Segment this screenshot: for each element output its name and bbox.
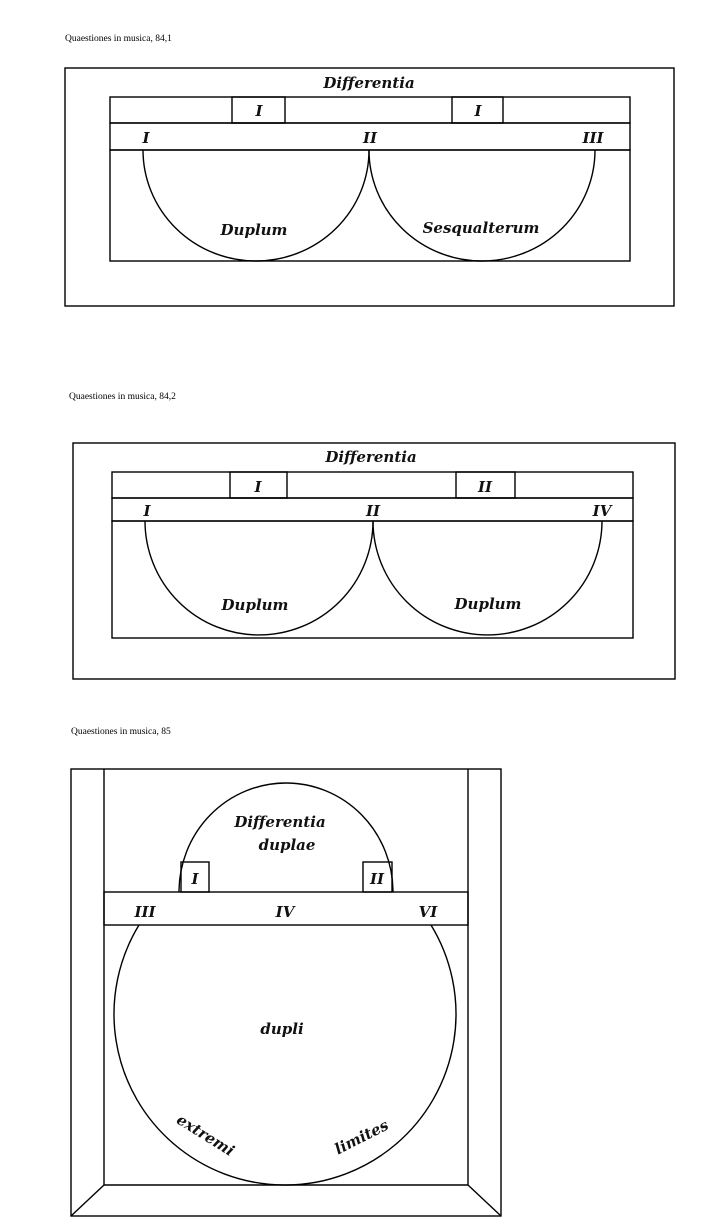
outer-frame <box>64 67 675 307</box>
strip-label: III <box>581 129 604 147</box>
center-label: dupli <box>260 1020 304 1038</box>
strip-label: II <box>365 502 381 520</box>
title-line-2: duplae <box>259 836 316 854</box>
strip-label: IV <box>275 903 296 921</box>
caption: Quaestiones in musica, 84,2 <box>69 392 176 402</box>
bevel-left <box>70 1184 105 1217</box>
bevel-right <box>467 1184 502 1217</box>
label-strip <box>103 891 469 926</box>
box-label: I <box>190 870 199 888</box>
arc-label: Sesqualterum <box>423 219 540 237</box>
title-line-1: Differentia <box>233 813 325 831</box>
strip-label: III <box>133 903 156 921</box>
curved-label-limites: limites <box>332 1116 392 1159</box>
strip-label: I <box>141 129 150 147</box>
upper-semicircle <box>178 782 394 893</box>
figure-84-1: Quaestiones in musica, 84,1 Differentia … <box>64 34 675 307</box>
semicircle-duplum-right <box>372 520 603 636</box>
semicircle-duplum <box>142 149 370 262</box>
semicircle-duplum-left <box>144 520 374 636</box>
outer-frame <box>72 442 676 680</box>
inner-frame <box>109 149 631 262</box>
title-label: Differentia <box>322 74 414 92</box>
strip-label: IV <box>592 502 613 520</box>
box-label: II <box>477 478 493 496</box>
inner-frame <box>111 520 634 639</box>
outer-frame <box>70 768 502 1217</box>
caption: Quaestiones in musica, 84,1 <box>65 34 172 44</box>
box-label: II <box>369 870 385 888</box>
strip-label: II <box>362 129 378 147</box>
figure-85: Quaestiones in musica, 85 I II Different… <box>70 727 502 1217</box>
caption: Quaestiones in musica, 85 <box>71 727 171 737</box>
arc-label: Duplum <box>220 221 288 239</box>
top-strip <box>109 96 631 124</box>
strip-label: I <box>142 502 151 520</box>
large-circle <box>113 924 457 1186</box>
strip-label: VI <box>419 903 439 921</box>
figure-84-2: Quaestiones in musica, 84,2 Differentia … <box>69 392 676 680</box>
title-label: Differentia <box>324 448 416 466</box>
top-strip <box>111 471 634 499</box>
semicircle-sesqualterum <box>368 149 596 262</box>
box-label: I <box>473 102 482 120</box>
arc-label: Duplum <box>454 595 522 613</box>
box-label: I <box>253 478 262 496</box>
box-label: I <box>254 102 263 120</box>
curved-label-extremi: extremi <box>173 1110 237 1160</box>
arc-label: Duplum <box>221 596 289 614</box>
